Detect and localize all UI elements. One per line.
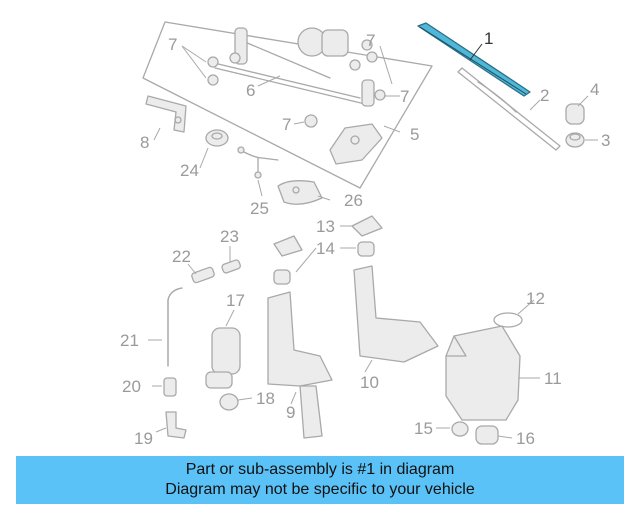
leader-lines bbox=[148, 43, 598, 439]
pump-16 bbox=[475, 425, 499, 445]
callout-7d: 7 bbox=[366, 31, 375, 50]
banner-line-2: Diagram may not be specific to your vehi… bbox=[165, 481, 475, 498]
pump-17 bbox=[205, 327, 241, 389]
mount-13 bbox=[273, 215, 383, 257]
mount-14 bbox=[273, 241, 375, 285]
callout-7a: 7 bbox=[168, 35, 177, 54]
callout-5: 5 bbox=[410, 125, 419, 144]
callout-6: 6 bbox=[246, 81, 255, 100]
callout-25: 25 bbox=[250, 199, 269, 218]
callout-21: 21 bbox=[120, 331, 139, 350]
cap-4 bbox=[565, 103, 585, 125]
callout-4: 4 bbox=[590, 80, 599, 99]
bracket-8 bbox=[145, 95, 187, 133]
nozzle-23 bbox=[221, 259, 241, 274]
seal-12 bbox=[493, 312, 523, 328]
callout-22: 22 bbox=[172, 247, 191, 266]
callout-1: 1 bbox=[484, 29, 493, 48]
callout-9: 9 bbox=[286, 403, 295, 422]
hose-25 bbox=[237, 146, 279, 179]
callout-2: 2 bbox=[540, 86, 549, 105]
callout-10: 10 bbox=[360, 373, 379, 392]
elbow-19 bbox=[165, 411, 187, 439]
callout-8: 8 bbox=[140, 133, 149, 152]
grommet-18 bbox=[219, 393, 239, 411]
wiper-blade-1 bbox=[417, 22, 531, 97]
callout-7b: 7 bbox=[400, 87, 409, 106]
grommet-15 bbox=[451, 421, 469, 437]
hose-21 bbox=[167, 287, 183, 367]
grommet-24 bbox=[205, 129, 229, 147]
nozzle-22 bbox=[191, 266, 215, 284]
callout-19: 19 bbox=[134, 429, 153, 448]
callout-15: 15 bbox=[414, 419, 433, 438]
connector-20 bbox=[163, 377, 177, 397]
callout-3: 3 bbox=[601, 131, 610, 150]
wiper-linkage-assembly bbox=[142, 21, 433, 189]
info-banner: Part or sub-assembly is #1 in diagram Di… bbox=[16, 456, 624, 504]
tank-11 bbox=[445, 325, 521, 421]
callout-23: 23 bbox=[220, 227, 239, 246]
wiper-arm-2 bbox=[457, 67, 561, 151]
callout-20: 20 bbox=[122, 377, 141, 396]
reservoir-9 bbox=[267, 291, 333, 439]
callout-labels: 1 2 3 4 5 6 7 7 7 7 8 9 10 11 12 13 14 1… bbox=[120, 29, 610, 448]
callout-17: 17 bbox=[226, 291, 245, 310]
callout-26: 26 bbox=[344, 191, 363, 210]
callout-16: 16 bbox=[516, 429, 535, 448]
nozzle-26 bbox=[277, 180, 323, 205]
callout-13: 13 bbox=[316, 217, 335, 236]
callout-11: 11 bbox=[544, 369, 562, 388]
callout-14: 14 bbox=[316, 239, 335, 258]
banner-line-1: Part or sub-assembly is #1 in diagram bbox=[185, 461, 455, 478]
reservoir-10 bbox=[353, 265, 439, 363]
callout-7c: 7 bbox=[282, 115, 291, 134]
callout-18: 18 bbox=[256, 389, 275, 408]
callout-24: 24 bbox=[180, 161, 199, 180]
cap-3 bbox=[565, 132, 585, 148]
callout-12: 12 bbox=[526, 289, 545, 308]
